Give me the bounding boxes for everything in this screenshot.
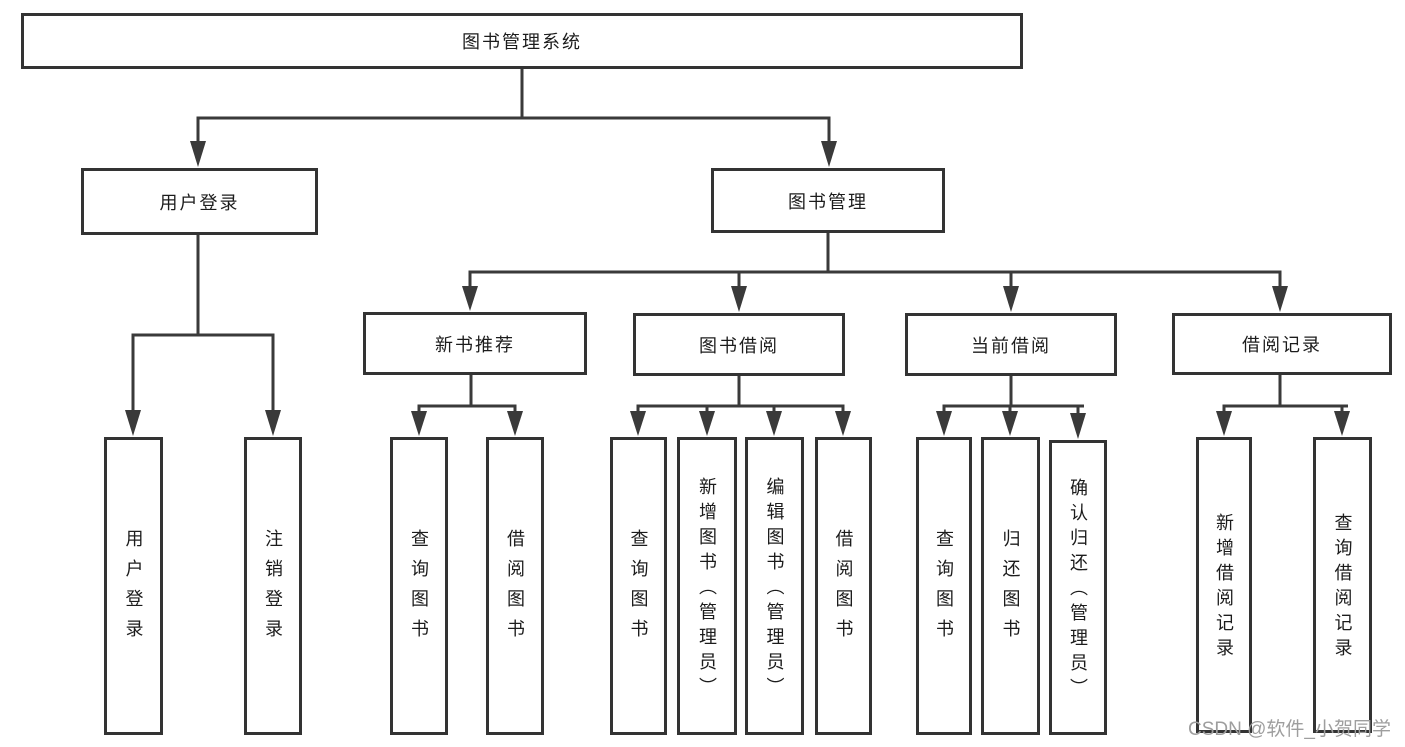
node-borrow-records: 借阅记录 (1172, 313, 1392, 375)
node-leaf-confirm-return-admin: 确认归还（管理员） (1049, 440, 1107, 735)
node-root-system: 图书管理系统 (21, 13, 1023, 69)
arrowhead-br-query (1334, 411, 1350, 436)
node-leaf-query-borrow-record: 查询借阅记录 (1313, 437, 1372, 733)
node-leaf-user-login: 用户登录 (104, 437, 163, 735)
node-leaf-return-books: 归还图书 (981, 437, 1040, 735)
arrowhead-cb-return (1002, 411, 1018, 436)
csdn-watermark: CSDN @软件_小贺同学 (1188, 719, 1391, 740)
node-leaf-add-borrow-record: 新增借阅记录 (1196, 437, 1252, 733)
node-leaf-query-books-2: 查询图书 (610, 437, 667, 735)
node-current-borrowing: 当前借阅 (905, 313, 1117, 376)
arrowhead-nb-borrow (507, 411, 523, 436)
arrowhead-leaf-login (125, 410, 141, 436)
arrowhead-bb-query (630, 411, 646, 436)
arrowhead-book-mgmt (821, 141, 837, 167)
node-user-login: 用户登录 (81, 168, 318, 235)
node-leaf-logout: 注销登录 (244, 437, 302, 735)
node-leaf-edit-books-admin: 编辑图书（管理员） (745, 437, 804, 735)
arrowhead-cb-query (936, 411, 952, 436)
arrowhead-cb-confirm (1070, 413, 1086, 439)
node-leaf-query-books: 查询图书 (390, 437, 448, 735)
arrowhead-leaf-logout (265, 410, 281, 436)
arrowhead-bb-borrow (835, 411, 851, 436)
node-book-borrowing: 图书借阅 (633, 313, 845, 376)
node-leaf-add-books-admin: 新增图书（管理员） (677, 437, 737, 735)
arrowhead-book-borrow (731, 286, 747, 312)
arrowhead-new-books (462, 286, 478, 311)
arrowhead-current-borrow (1003, 286, 1019, 312)
arrowhead-borrow-records (1272, 286, 1288, 312)
arrowhead-br-add (1216, 411, 1232, 436)
node-leaf-query-books-3: 查询图书 (916, 437, 972, 735)
arrowhead-nb-query (411, 411, 427, 436)
node-leaf-borrow-books: 借阅图书 (486, 437, 544, 735)
arrowhead-bb-add (699, 411, 715, 436)
node-book-management: 图书管理 (711, 168, 945, 233)
node-new-book-recommend: 新书推荐 (363, 312, 587, 375)
arrowhead-bb-edit (766, 411, 782, 436)
node-leaf-borrow-books-2: 借阅图书 (815, 437, 872, 735)
arrowhead-user-login (190, 141, 206, 167)
